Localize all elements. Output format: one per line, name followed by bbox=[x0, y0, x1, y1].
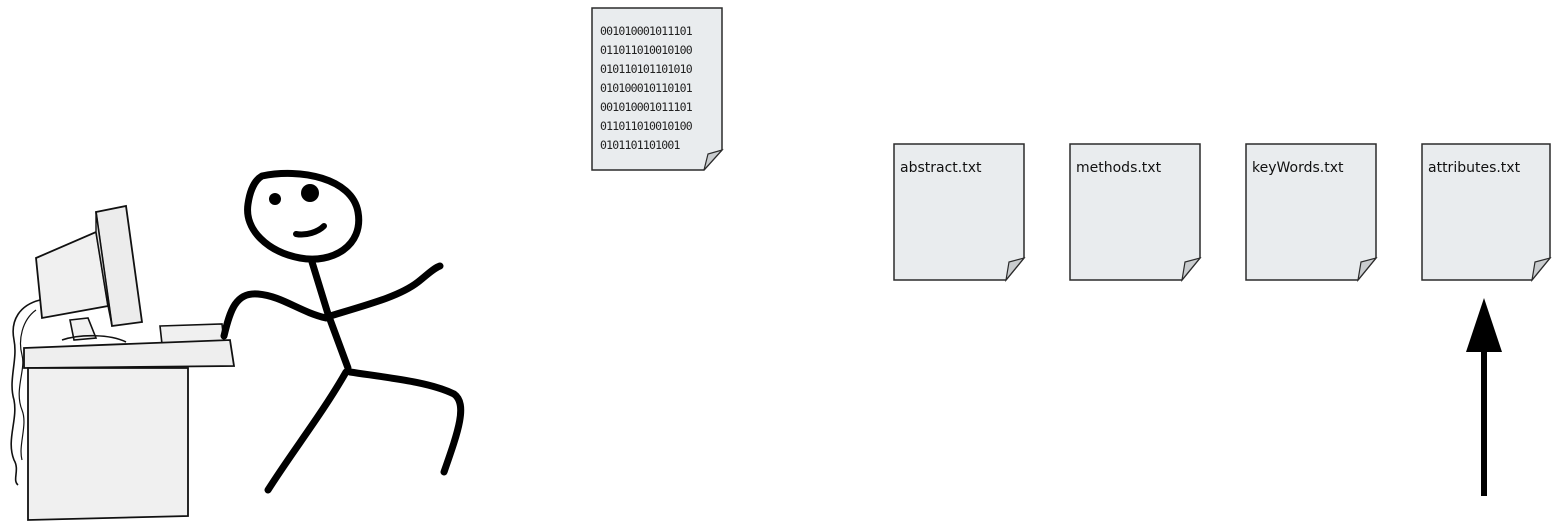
figure-leg-left bbox=[268, 372, 346, 490]
figure-leg-right bbox=[350, 372, 461, 472]
figure-arm-right bbox=[330, 266, 440, 316]
file-label: abstract.txt bbox=[900, 160, 982, 176]
binary-document: 001010001011101 011011010010100 01011010… bbox=[592, 8, 722, 170]
file-label: attributes.txt bbox=[1428, 160, 1521, 176]
computer-monitor-icon bbox=[36, 206, 142, 326]
file-label: keyWords.txt bbox=[1252, 160, 1344, 176]
binary-line: 010100010110101 bbox=[600, 81, 693, 95]
figure-eye-right bbox=[301, 184, 319, 202]
file-abstract: abstract.txt bbox=[894, 144, 1024, 280]
binary-line: 001010001011101 bbox=[600, 24, 693, 38]
up-arrow-icon bbox=[1466, 298, 1502, 496]
binary-line: 010110101101010 bbox=[600, 62, 693, 76]
binary-line: 011011010010100 bbox=[600, 43, 693, 57]
binary-line: 001010001011101 bbox=[600, 100, 693, 114]
file-keywords: keyWords.txt bbox=[1246, 144, 1376, 280]
workstation bbox=[11, 206, 234, 520]
file-methods: methods.txt bbox=[1070, 144, 1200, 280]
figure-head bbox=[248, 173, 359, 259]
stick-figure-icon bbox=[224, 173, 461, 490]
figure-eye-left bbox=[269, 193, 281, 205]
file-attributes: attributes.txt bbox=[1422, 144, 1550, 280]
file-label: methods.txt bbox=[1076, 160, 1162, 176]
binary-line: 0101101101001 bbox=[600, 138, 680, 152]
figure-arm-left bbox=[224, 294, 326, 336]
figure-mouth bbox=[296, 226, 324, 235]
desk-icon bbox=[24, 340, 234, 520]
binary-line: 011011010010100 bbox=[600, 119, 693, 133]
